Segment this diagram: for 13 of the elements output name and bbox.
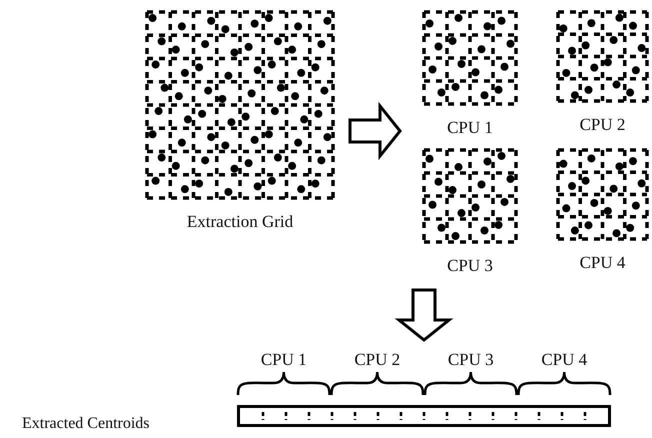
grid-caption: Extraction Grid <box>186 212 294 232</box>
centroid-array-bar <box>237 405 611 427</box>
grid-caption: CPU 1 <box>446 118 494 138</box>
grid-caption: CPU 3 <box>446 256 494 276</box>
bar-caption: Extracted Centroids <box>22 415 150 433</box>
grid-caption: CPU 4 <box>578 253 626 273</box>
block-arrow <box>348 102 402 160</box>
segment-label: CPU 2 <box>353 350 402 370</box>
block-arrow <box>394 288 454 342</box>
grid-caption: CPU 2 <box>578 115 626 135</box>
segment-label: CPU 4 <box>540 350 588 370</box>
segment-label: CPU 3 <box>446 350 495 370</box>
segment-label: CPU 1 <box>260 350 308 370</box>
